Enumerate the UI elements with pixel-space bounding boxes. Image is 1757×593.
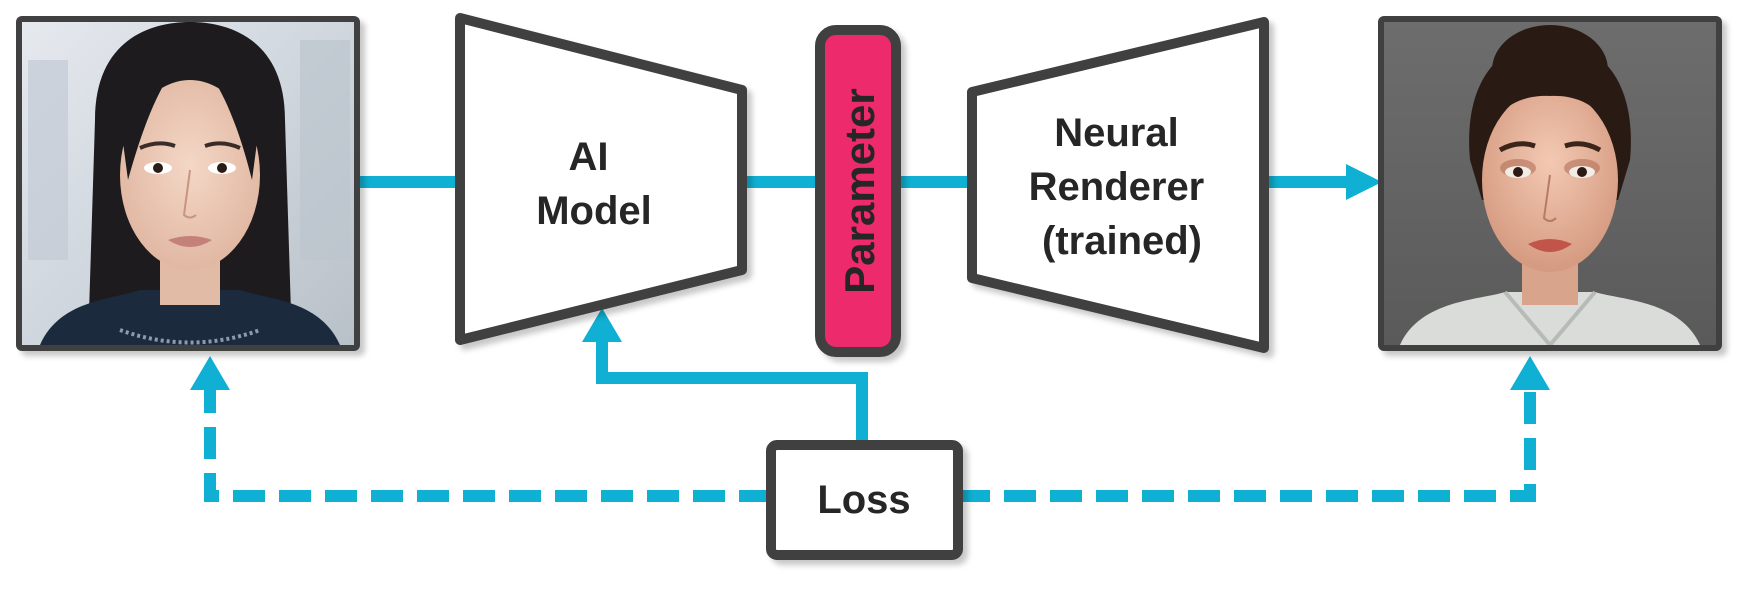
arrowhead-to-encoder — [582, 308, 622, 342]
arrowhead-to-input — [190, 356, 230, 390]
renderer-label-line-1: Neural — [1054, 111, 1179, 155]
loss-to-input-dashed-line — [204, 385, 771, 502]
encoder-shape — [455, 13, 747, 345]
parameter-bar — [815, 25, 901, 357]
arrowhead-to-output — [1346, 164, 1382, 200]
parameter-box: Parameter — [815, 25, 901, 357]
encoder-label-line-2: Model — [536, 189, 652, 233]
output-face-image — [1384, 22, 1716, 345]
ai-model-encoder: AI Model — [455, 13, 747, 345]
arrowheads — [190, 164, 1550, 390]
loss-to-output-dashed-line — [958, 385, 1536, 502]
arrowhead-to-output-image — [1510, 356, 1550, 390]
neural-renderer-decoder: Neural Renderer (trained) — [967, 17, 1269, 353]
encoder-label-line-1: AI — [568, 135, 608, 179]
renderer-shape — [967, 17, 1269, 353]
parameter-label: Parameter — [836, 88, 883, 293]
loss-to-encoder-feedback-line — [596, 338, 868, 445]
loss-box-shape — [766, 440, 963, 560]
renderer-label-line-2: Renderer — [1029, 165, 1205, 209]
renderer-label-line-3: (trained) — [1042, 219, 1202, 263]
loss-box: Loss — [766, 440, 963, 560]
connectors — [204, 176, 1536, 502]
svg-text:AI Model: AI Model — [536, 135, 652, 233]
loss-label: Loss — [817, 478, 910, 522]
svg-text:Neural Renderer (t: Neural Renderer (trained) — [1029, 111, 1216, 263]
input-face-image — [22, 22, 354, 345]
